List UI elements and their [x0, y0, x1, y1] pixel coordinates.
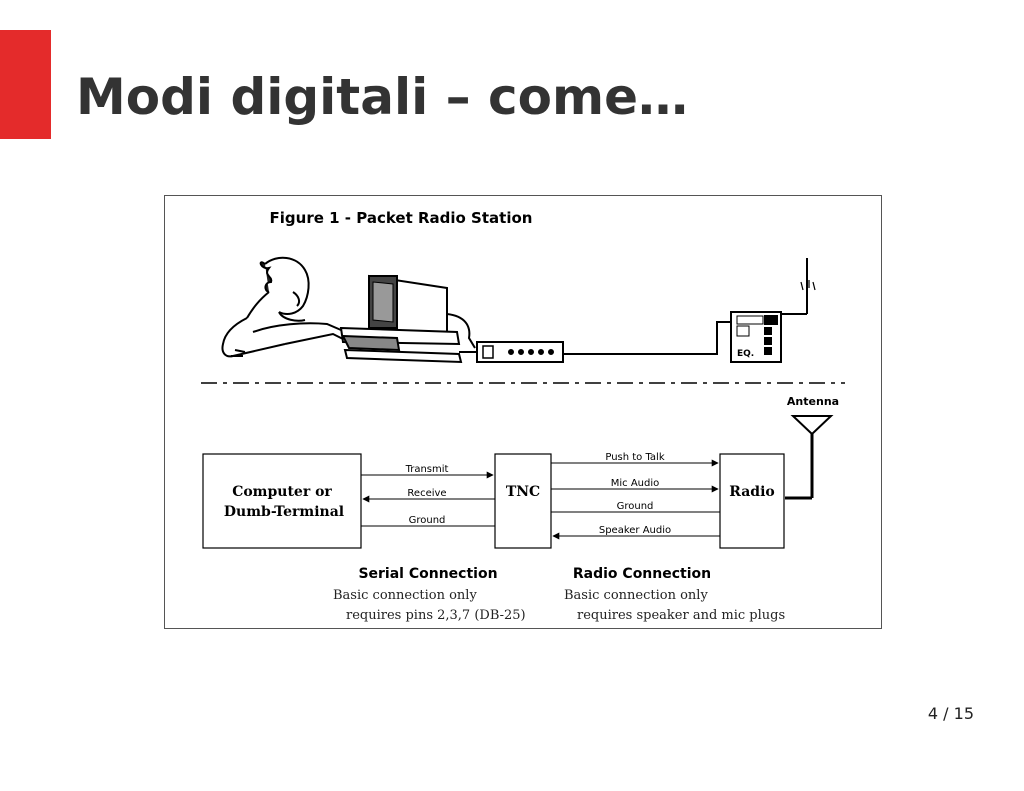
radio-box	[719, 453, 785, 549]
serial-connection-heading: Serial Connection	[358, 566, 497, 582]
push-to-talk-label: Push to Talk	[605, 452, 664, 463]
packet-radio-figure: Figure 1 - Packet Radio Station	[164, 195, 882, 629]
tnc-modem-illustration	[459, 321, 731, 363]
page-indicator: 4 / 15	[927, 704, 974, 723]
radio-ground-label: Ground	[617, 501, 654, 512]
radio-box-label: Radio	[729, 484, 774, 500]
computer-box-label-line2: Dumb-Terminal	[224, 504, 344, 520]
figure-caption: Figure 1 - Packet Radio Station	[270, 209, 533, 227]
receive-label: Receive	[407, 488, 446, 499]
mic-audio-label: Mic Audio	[611, 478, 660, 489]
radio-connection-note-line1: Basic connection only	[564, 588, 708, 603]
speaker-audio-label: Speaker Audio	[599, 525, 671, 536]
transmit-label: Transmit	[405, 464, 449, 475]
radio-panel-label: EQ.	[737, 349, 754, 359]
slide-title: Modi digitali – come…	[76, 68, 689, 126]
radio-transceiver-illustration: EQ.	[730, 258, 816, 363]
tnc-box-label: TNC	[506, 484, 540, 500]
serial-connection-note-line1: Basic connection only	[333, 588, 477, 603]
radio-connection-note-line2: requires speaker and mic plugs	[577, 608, 785, 623]
serial-connection-note-line2: requires pins 2,3,7 (DB-25)	[346, 608, 526, 623]
computer-terminal-illustration	[339, 274, 476, 364]
tnc-box	[494, 453, 552, 549]
operator-illustration	[221, 256, 346, 358]
title-accent-bar	[0, 30, 51, 139]
antenna-label: Antenna	[787, 395, 839, 408]
packet-radio-diagram: Figure 1 - Packet Radio Station	[201, 209, 845, 623]
computer-box-label-line1: Computer or	[232, 484, 332, 500]
computer-terminal-box	[202, 453, 362, 549]
radio-connection-heading: Radio Connection	[573, 566, 711, 582]
antenna-icon	[785, 415, 834, 500]
serial-ground-label: Ground	[409, 515, 446, 526]
